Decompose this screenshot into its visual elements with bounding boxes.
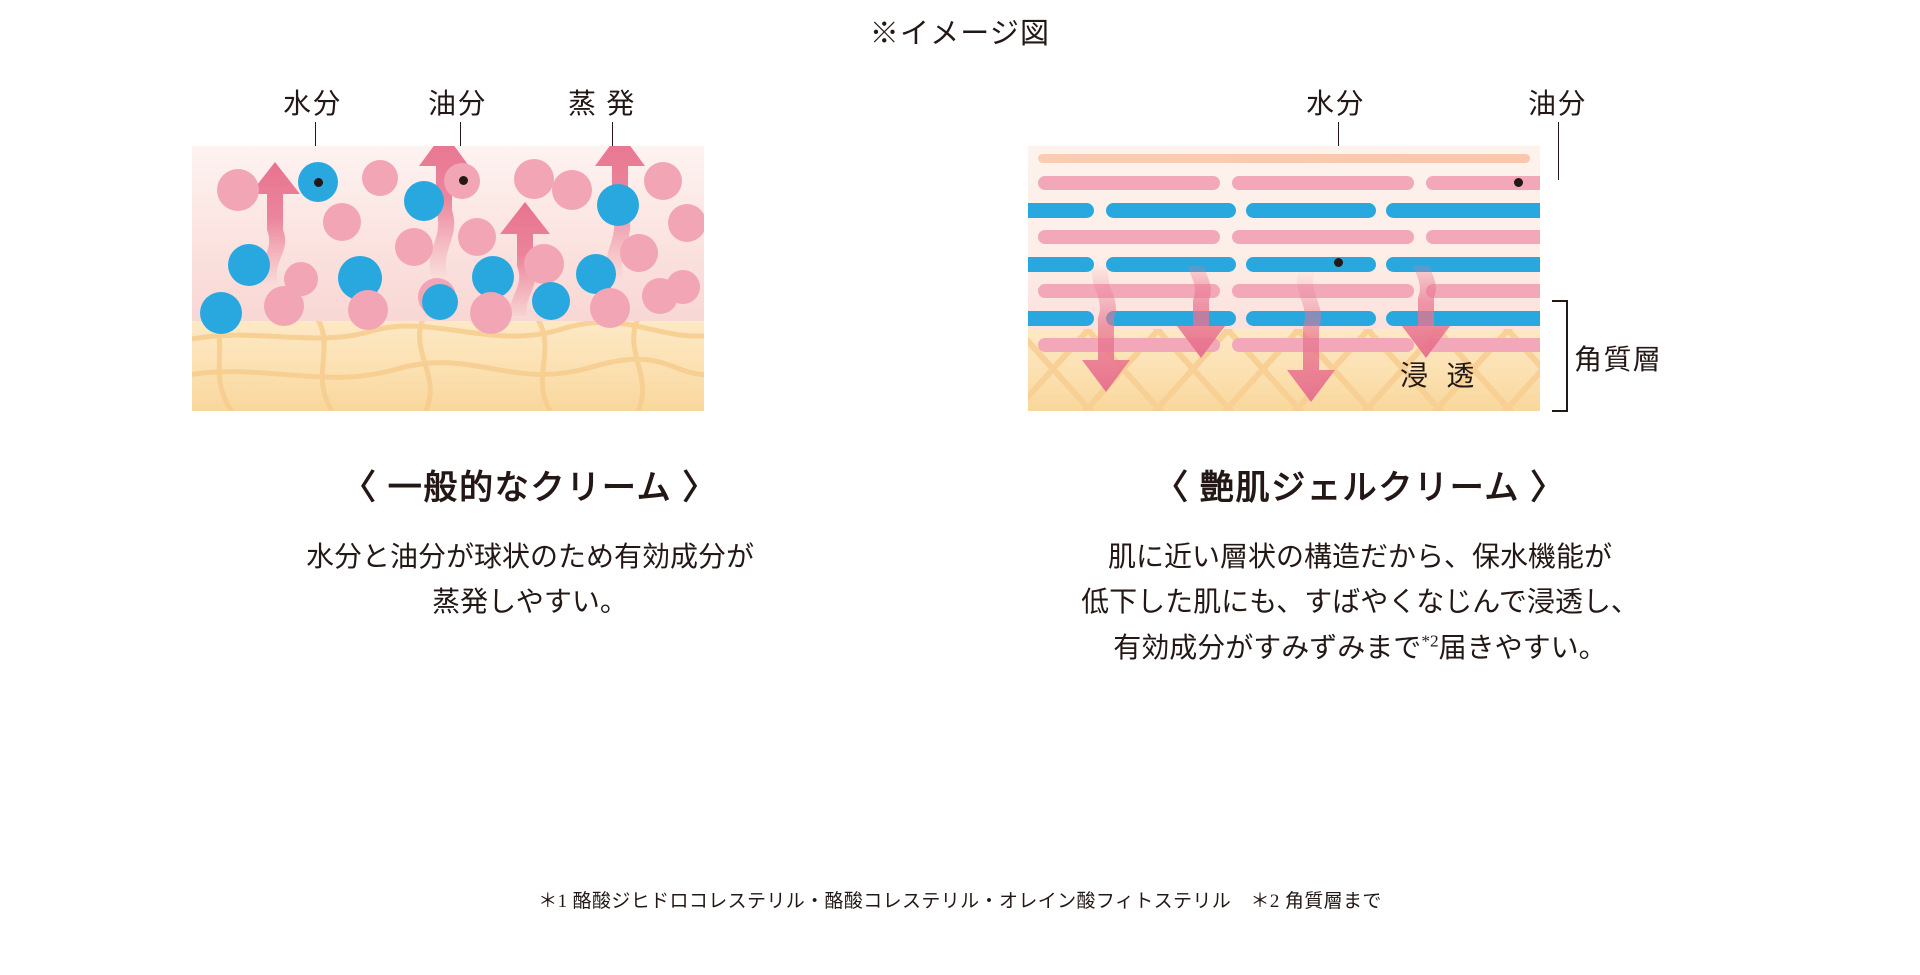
bar-oil [1038, 284, 1220, 298]
particle-oil [323, 203, 361, 241]
leader-line-evaporation [612, 122, 613, 156]
particle-oil [524, 244, 564, 284]
right-panel-heading: 〈 艶肌ジェルクリーム 〉 [1153, 470, 1567, 507]
particle-oil [644, 162, 682, 200]
skin-fibre-texture-icon [192, 321, 704, 411]
bar-oil [1232, 230, 1414, 244]
label-penetration: 浸 透 [1400, 361, 1480, 392]
particle-oil [590, 288, 630, 328]
left-body-line-2: 蒸発しやすい。 [432, 587, 628, 619]
particle-oil [620, 234, 658, 272]
particle-oil [395, 228, 433, 266]
bar-oil [1232, 284, 1414, 298]
particle-water [200, 292, 242, 334]
particle-oil [264, 286, 304, 326]
bar-water [1246, 257, 1376, 272]
leader-endpoint-oil-left [459, 176, 468, 185]
right-body-line-1: 肌に近い層状の構造だから、保水機能が [1107, 542, 1612, 573]
particle-oil [514, 159, 554, 199]
left-body-line-1: 水分と油分が球状のため有効成分が [305, 542, 754, 573]
right-panel-body: 肌に近い層状の構造だから、保水機能が 低下した肌にも、すばやくなじんで浸透し、 … [980, 535, 1740, 671]
particle-oil [362, 160, 398, 196]
particle-oil [642, 278, 678, 314]
leader-endpoint-oil-right [1514, 178, 1523, 187]
leader-endpoint-water-left [314, 178, 323, 187]
particle-oil [348, 290, 388, 330]
particle-water [404, 181, 444, 221]
skin-layer [192, 321, 704, 411]
skin-crosshatch-texture-icon [1028, 329, 1540, 411]
callout-label-evaporation: 蒸 発 [568, 89, 637, 120]
bar-oil [1426, 338, 1540, 352]
particle-oil [458, 218, 496, 256]
right-body-line-3-tail: 届きやすい。 [1438, 632, 1607, 664]
callout-label-oil-left: 油分 [428, 89, 488, 120]
right-body-line-2: 低下した肌にも、すばやくなじんで浸透し、 [1081, 587, 1639, 619]
leader-line-oil-right [1558, 122, 1559, 180]
particle-water [422, 284, 458, 320]
left-panel-body: 水分と油分が球状のため有効成分が 蒸発しやすい。 [180, 535, 880, 626]
right-body-line-3: 有効成分がすみずみまで*2届きやすい。 [980, 626, 1740, 671]
callout-label-water-right: 水分 [1306, 89, 1366, 120]
bar-water [1028, 257, 1094, 272]
particle-oil [470, 292, 512, 334]
diagram-gel-cream: 浸 透 [1028, 146, 1540, 411]
bar-water [1028, 311, 1094, 326]
bar-water [1106, 203, 1236, 218]
label-stratum-corneum: 角質層 [1574, 345, 1663, 376]
particle-oil [552, 170, 592, 210]
footnote-marker-2: *2 [1421, 631, 1439, 651]
bar-oil [1038, 230, 1220, 244]
leader-endpoint-water-right [1334, 258, 1343, 267]
surface-band [1038, 154, 1530, 163]
bar-oil [1038, 338, 1220, 352]
bar-water [1386, 203, 1540, 218]
particle-oil [668, 204, 704, 242]
bar-oil [1232, 176, 1414, 190]
diagram-general-cream [192, 146, 704, 411]
bar-water [1028, 203, 1094, 218]
particle-water [576, 254, 616, 294]
figure-title: ※イメージ図 [869, 18, 1051, 50]
bar-oil [1038, 176, 1220, 190]
bar-oil [1232, 338, 1414, 352]
callout-label-oil-right: 油分 [1528, 89, 1588, 120]
particle-water [228, 244, 270, 286]
stratum-corneum-bracket [1552, 300, 1568, 412]
bar-oil [1426, 284, 1540, 298]
bar-water [1246, 203, 1376, 218]
callout-label-water-left: 水分 [283, 89, 343, 120]
particle-water [597, 184, 639, 226]
footnote: ＊1 酪酸ジヒドロコレステリル・酪酸コレステリル・オレイン酸フィトステリル ＊2… [538, 891, 1382, 912]
bar-oil [1426, 176, 1540, 190]
particle-water [472, 256, 514, 298]
particle-water [532, 282, 570, 320]
bar-oil [1426, 230, 1540, 244]
particle-oil [217, 169, 259, 211]
penetration-arrows-icon [1082, 266, 1450, 402]
right-body-line-3-text: 有効成分がすみずみまで [1113, 632, 1422, 664]
left-panel-heading: 〈 一般的なクリーム 〉 [341, 470, 719, 507]
